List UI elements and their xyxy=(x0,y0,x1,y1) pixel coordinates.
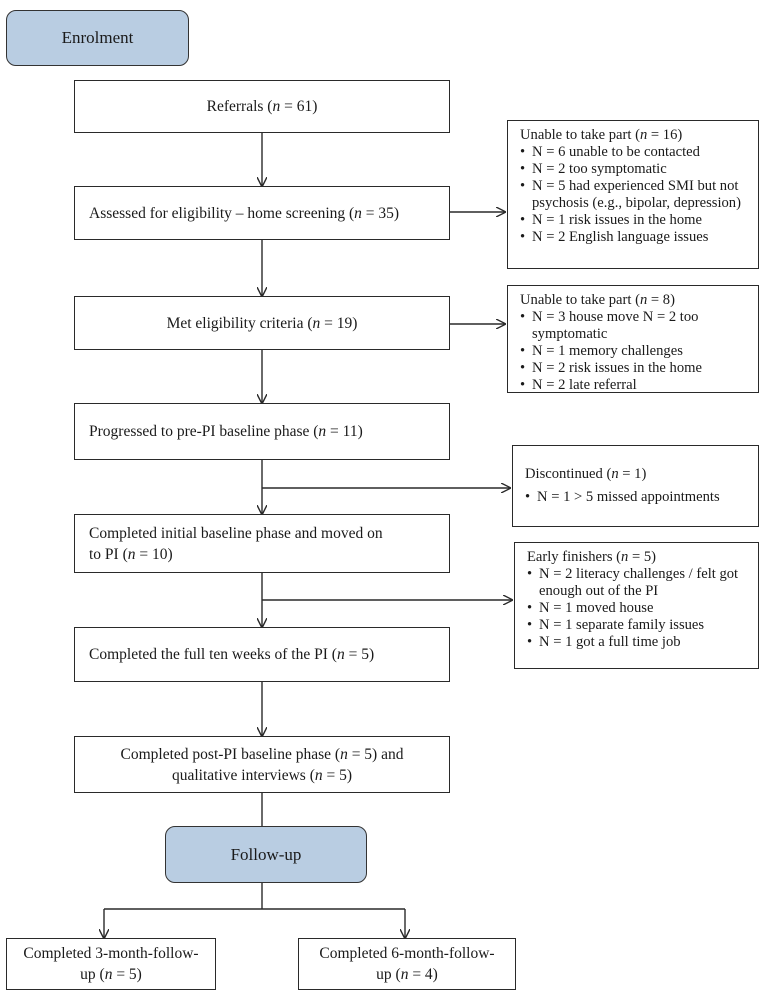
full-label: Completed the full ten weeks of the PI (… xyxy=(89,646,375,663)
unable2-item: N = 3 house move N = 2 too symptomatic xyxy=(520,309,748,343)
assessed-label: Assessed for eligibility – home screenin… xyxy=(89,204,400,222)
post-baseline-box: Completed post-PI baseline phase (n = 5)… xyxy=(74,736,450,793)
six-month-follow-up-box: Completed 6-month-follow- up (n = 4) xyxy=(298,938,516,990)
initial-baseline-box: Completed initial baseline phase and mov… xyxy=(74,514,450,573)
met-label: Met eligibility criteria (n = 19) xyxy=(166,314,358,332)
followup-label: Follow-up xyxy=(230,844,302,864)
unable1-heading: Unable to take part (n = 16) xyxy=(520,127,683,143)
early-heading: Early finishers (n = 5) xyxy=(527,549,657,565)
progressed-box: Progressed to pre-PI baseline phase (n =… xyxy=(74,403,450,460)
early-item: N = 1 separate family issues xyxy=(527,617,748,634)
discontinued-list: N = 1 > 5 missed appointments xyxy=(525,489,748,506)
early-item: N = 1 got a full time job xyxy=(527,634,748,651)
post-line1: Completed post-PI baseline phase (n = 5)… xyxy=(120,745,404,763)
three-month-follow-up-box: Completed 3-month-follow- up (n = 5) xyxy=(6,938,216,990)
unable2-heading: Unable to take part (n = 8) xyxy=(520,292,675,308)
initial-line1: Completed initial baseline phase and mov… xyxy=(89,524,383,542)
initial-line2: to PI (n = 10) xyxy=(89,545,173,563)
early-item: N = 2 literacy challenges / felt got eno… xyxy=(527,566,748,600)
unable2-item: N = 2 late referral xyxy=(520,377,748,394)
follow-up-header: Follow-up xyxy=(165,826,367,883)
fu3-line2: up (n = 5) xyxy=(80,966,142,983)
unable1-item: N = 5 had experienced SMI but not psycho… xyxy=(520,178,748,212)
unable2-list: N = 3 house move N = 2 too symptomatic N… xyxy=(520,309,748,394)
unable1-item: N = 1 risk issues in the home xyxy=(520,212,748,229)
discontinued-item: N = 1 > 5 missed appointments xyxy=(525,489,748,506)
met-criteria-box: Met eligibility criteria (n = 19) xyxy=(74,296,450,350)
unable1-item: N = 6 unable to be contacted xyxy=(520,144,748,161)
early-list: N = 2 literacy challenges / felt got eno… xyxy=(527,566,748,651)
assessed-box: Assessed for eligibility – home screenin… xyxy=(74,186,450,240)
post-line2: qualitative interviews (n = 5) xyxy=(171,766,353,784)
fu6-line1: Completed 6-month-follow- xyxy=(319,945,495,962)
referrals-label: Referrals (n = 61) xyxy=(206,98,318,115)
unable1-item: N = 2 too symptomatic xyxy=(520,161,748,178)
discontinued-box: Discontinued (n = 1) N = 1 > 5 missed ap… xyxy=(512,445,759,527)
referrals-box: Referrals (n = 61) xyxy=(74,80,450,133)
unable1-item: N = 2 English language issues xyxy=(520,229,748,246)
early-finishers-box: Early finishers (n = 5) N = 2 literacy c… xyxy=(514,542,759,669)
unable2-item: N = 2 risk issues in the home xyxy=(520,360,748,377)
fu6-line2: up (n = 4) xyxy=(376,966,438,983)
full-ten-weeks-box: Completed the full ten weeks of the PI (… xyxy=(74,627,450,682)
unable-to-take-part-16-box: Unable to take part (n = 16) N = 6 unabl… xyxy=(507,120,759,269)
early-item: N = 1 moved house xyxy=(527,600,748,617)
unable1-list: N = 6 unable to be contacted N = 2 too s… xyxy=(520,144,748,246)
unable2-item: N = 1 memory challenges xyxy=(520,343,748,360)
fu3-line1: Completed 3-month-follow- xyxy=(23,945,199,962)
progressed-label: Progressed to pre-PI baseline phase (n =… xyxy=(89,423,363,440)
enrolment-label: Enrolment xyxy=(61,28,134,47)
discontinued-heading: Discontinued (n = 1) xyxy=(525,466,647,482)
enrolment-header: Enrolment xyxy=(6,10,189,66)
unable-to-take-part-8-box: Unable to take part (n = 8) N = 3 house … xyxy=(507,285,759,394)
